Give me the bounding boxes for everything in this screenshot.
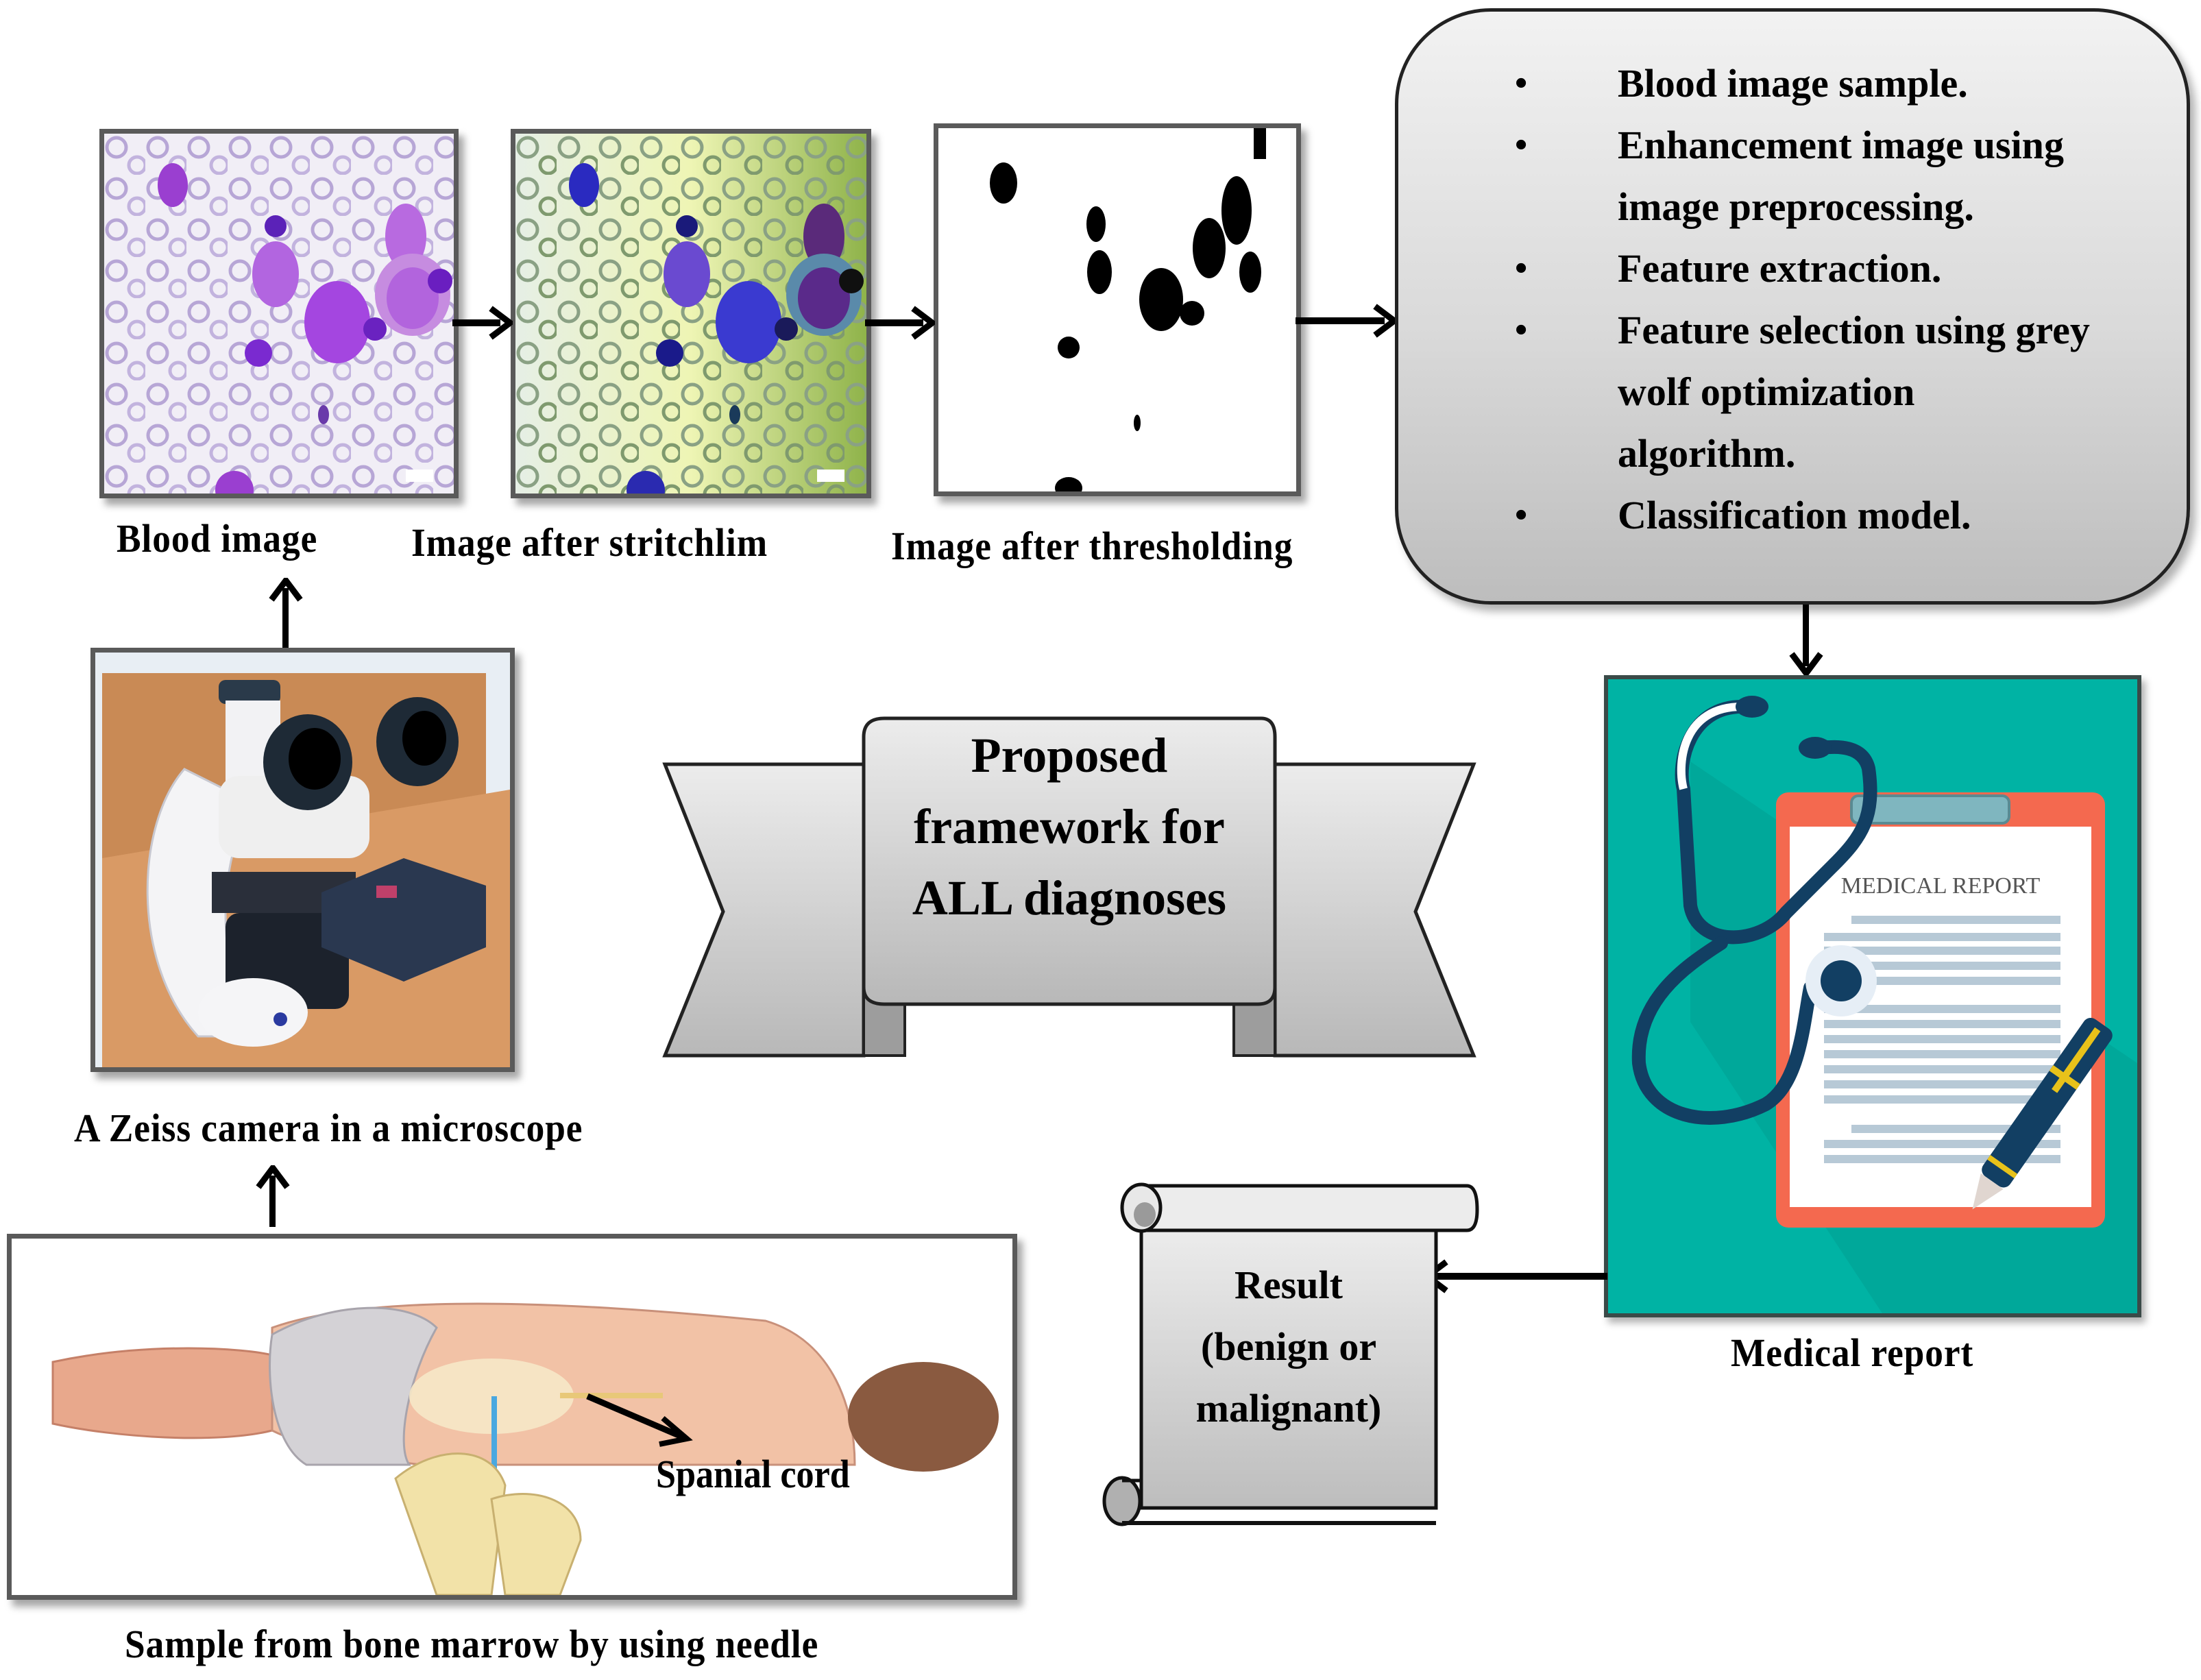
- arrowhead-up-icon: [269, 578, 303, 602]
- medical-report-label: Medical report: [1731, 1330, 1974, 1375]
- arrow-steps-to-report: [1803, 605, 1809, 666]
- arrow-report-to-result: [1436, 1273, 1607, 1280]
- framework-title: Proposed framework for ALL diagnoses: [912, 728, 1227, 925]
- framework-title-banner: [662, 716, 1476, 1058]
- arrowhead-right-icon: [1373, 304, 1397, 338]
- stretchlim-image-panel: [511, 129, 871, 498]
- step-item: •Feature extraction.: [1515, 238, 2139, 300]
- microscope-label: A Zeiss camera in a microscope: [74, 1106, 583, 1150]
- spinal-cord-annotation: Spanial cord: [656, 1452, 850, 1496]
- arrowhead-right-icon: [911, 306, 935, 340]
- bone-marrow-sample-panel: Spanial cord: [7, 1234, 1017, 1600]
- blood-smear-image: [104, 134, 454, 494]
- arrow-blood-to-stretchlim: [452, 319, 500, 326]
- bullet-icon: •: [1515, 249, 1528, 288]
- processing-steps-list: •Blood image sample. •Enhancement image …: [1515, 53, 2139, 546]
- step-item: •Enhancement image using image preproces…: [1515, 114, 2139, 238]
- zeiss-microscope-image: [95, 653, 510, 1067]
- arrowhead-right-icon: [489, 306, 513, 340]
- stretchlim-image-label: Image after stritchlim: [411, 520, 768, 565]
- arrowhead-down-icon: [1789, 652, 1823, 676]
- step-item: •Feature selection using grey wolf optim…: [1515, 300, 2139, 485]
- bone-marrow-procedure-image: [12, 1239, 1012, 1595]
- bullet-icon: •: [1515, 311, 1528, 350]
- result-scroll: [1102, 1182, 1479, 1526]
- bullet-icon: •: [1515, 125, 1528, 165]
- bullet-icon: •: [1515, 496, 1528, 535]
- step-item: •Classification model.: [1515, 485, 2139, 546]
- bone-marrow-sample-label: Sample from bone marrow by using needle: [125, 1622, 819, 1666]
- step-item: •Blood image sample.: [1515, 53, 2139, 114]
- enhanced-smear-image: [515, 134, 866, 494]
- document-title: MEDICAL REPORT: [1841, 873, 2041, 899]
- threshold-image-panel: [934, 123, 1301, 496]
- arrow-stretchlim-to-threshold: [865, 319, 923, 326]
- medical-report-panel: MEDICAL REPORT: [1604, 675, 2141, 1317]
- binary-threshold-image: [938, 128, 1296, 491]
- result-text: Result (benign or malignant): [1195, 1263, 1382, 1431]
- bullet-icon: •: [1515, 64, 1528, 103]
- arrow-threshold-to-steps: [1296, 317, 1385, 324]
- arrow-sample-to-microscope: [269, 1176, 276, 1227]
- blood-image-label: Blood image: [117, 516, 318, 561]
- threshold-image-label: Image after thresholding: [891, 524, 1293, 568]
- arrowhead-up-icon: [256, 1165, 290, 1189]
- microscope-panel: [90, 648, 515, 1072]
- arrow-microscope-to-blood: [282, 588, 289, 650]
- blood-image-panel: [99, 129, 459, 498]
- processing-steps-box: •Blood image sample. •Enhancement image …: [1395, 8, 2190, 605]
- medical-report-illustration: MEDICAL REPORT: [1608, 679, 2137, 1313]
